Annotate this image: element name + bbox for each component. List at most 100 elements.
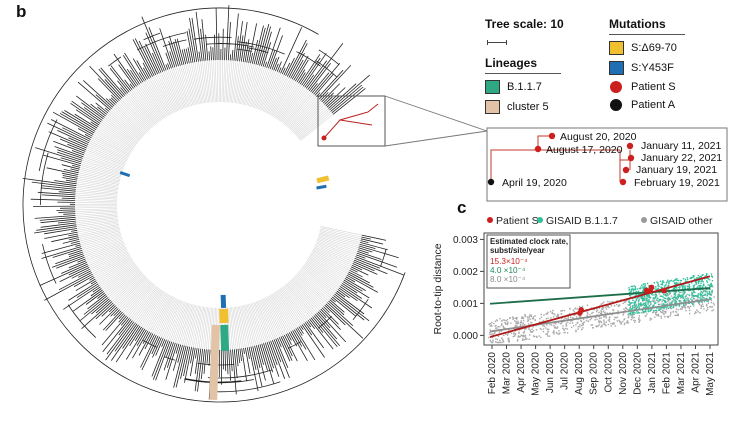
inset-date-label: January 11, 2021 — [641, 140, 722, 152]
chart-legend-marker — [537, 217, 543, 223]
chart-legend-marker — [487, 217, 493, 223]
x-tick-label: Mar 2021 — [676, 352, 687, 395]
tree-scale-bar — [487, 40, 507, 45]
b117-bar — [220, 324, 230, 352]
lineage-swatch — [485, 80, 500, 94]
y-tick-label: 0.000 — [453, 331, 478, 342]
x-tick-label: Mar 2020 — [502, 352, 513, 395]
inset-sample-dot — [626, 142, 634, 150]
inset-date-label: January 19, 2021 — [636, 164, 717, 176]
lineage-label: B.1.1.7 — [507, 81, 542, 93]
x-tick-label: May 2020 — [531, 352, 542, 396]
gisaid-b117-fit-line — [489, 287, 711, 305]
leaf-branches — [22, 5, 404, 400]
tree-scale-legend: Tree scale: 10 — [485, 17, 564, 45]
x-tick-label: Feb 2020 — [487, 352, 498, 395]
zoom-connector-bottom — [384, 130, 488, 147]
patient-s-dot-icon — [610, 81, 622, 93]
patient-s-clade — [323, 103, 379, 139]
circular-tree — [22, 5, 488, 403]
d69-70-bar-right — [316, 175, 330, 184]
chart-legend-label: GISAID other — [650, 215, 713, 227]
patient-s-point — [648, 284, 655, 291]
mutations-legend: Mutations S:Δ69-70 S:Y453F Patient S Pat… — [609, 17, 685, 111]
clock-rate-value: 15.3×10⁻⁴ — [490, 257, 528, 266]
chart-legend-label: GISAID B.1.1.7 — [546, 215, 618, 227]
inset-date-label: August 17, 2020 — [546, 144, 623, 156]
annotation-title: Estimated clock rate, — [490, 237, 568, 246]
x-tick-label: Jan 2021 — [647, 352, 658, 394]
mutation-swatch — [609, 41, 624, 55]
x-tick-label: Oct 2020 — [603, 352, 614, 393]
patient-item-s: Patient S — [609, 81, 685, 93]
mutation-label: S:Y453F — [631, 62, 674, 74]
patient-a-dot-icon — [610, 99, 622, 111]
mutation-item-y453f: S:Y453F — [609, 61, 685, 75]
inset-date-label: April 19, 2020 — [502, 177, 567, 189]
tree-scale-label: Tree scale: 10 — [485, 17, 564, 31]
x-tick-label: Jun 2020 — [545, 352, 556, 394]
chart-legend-marker — [641, 217, 647, 223]
x-tick-label: Nov 2020 — [618, 352, 629, 395]
x-tick-label: Aug 2020 — [574, 352, 585, 395]
lineage-label: cluster 5 — [507, 101, 549, 113]
y-tick-label: 0.003 — [453, 235, 478, 246]
mutation-swatch — [609, 61, 624, 75]
lineage-item-cluster5: cluster 5 — [485, 100, 561, 114]
y453f-bar-left — [119, 171, 131, 178]
mutations-title: Mutations — [609, 17, 666, 31]
x-tick-label: May 2021 — [705, 352, 716, 396]
cluster5-bar — [209, 324, 220, 401]
inset-sample-dot — [619, 178, 627, 186]
x-tick-label: Apr 2021 — [690, 352, 701, 393]
y-tick-label: 0.002 — [453, 267, 478, 278]
inset-box — [486, 127, 728, 202]
inset-sample-dot — [487, 178, 495, 186]
patient-s-marker — [321, 135, 327, 141]
clock-rate-value: 8.0 ×10⁻⁴ — [490, 275, 526, 284]
x-tick-label: Sep 2020 — [589, 352, 600, 395]
mutation-label: S:Δ69-70 — [631, 42, 677, 54]
inset-sample-dot — [534, 145, 542, 153]
lineages-title: Lineages — [485, 56, 538, 70]
mutation-item-d69-70: S:Δ69-70 — [609, 41, 685, 55]
plot-frame — [483, 232, 719, 346]
lineage-item-b117: B.1.1.7 — [485, 80, 561, 94]
y-tick-label: 0.001 — [453, 299, 478, 310]
panel-c-label: c — [457, 198, 467, 217]
gisaid-b117-points — [628, 273, 714, 316]
y453f-bar-right — [316, 184, 327, 190]
zoom-connector-top — [384, 95, 488, 132]
x-tick-label: Jul 2020 — [560, 352, 571, 390]
zoom-highlight-box — [317, 95, 386, 147]
patient-s-point — [578, 307, 584, 313]
patient-label: Patient A — [631, 99, 676, 111]
patient-label: Patient S — [631, 81, 676, 93]
lineages-rule — [485, 73, 561, 74]
inset-sample-dot — [548, 132, 556, 140]
inset-sample-dot — [622, 166, 630, 174]
inset-date-label: January 22, 2021 — [641, 152, 722, 164]
inset-sample-dot — [627, 154, 635, 162]
patient-item-a: Patient A — [609, 99, 685, 111]
patient-s-fit-line — [489, 275, 711, 338]
annotation-title: subst/site/year — [490, 246, 545, 255]
panel-b-label: b — [16, 2, 27, 21]
lineage-swatch — [485, 100, 500, 114]
leaf-guide-ring — [74, 59, 362, 351]
mutations-rule — [609, 34, 685, 35]
inset-date-label: August 20, 2020 — [560, 131, 637, 143]
x-tick-label: Dec 2020 — [632, 352, 643, 395]
patient-s-point — [661, 287, 667, 294]
y-axis-label: Root-to-tip distance — [432, 243, 444, 334]
x-tick-label: Apr 2020 — [516, 352, 527, 393]
x-tick-label: Feb 2021 — [661, 352, 672, 395]
clock-rate-value: 4.0 ×10⁻⁴ — [490, 266, 526, 275]
clock-rate-annotation-box — [486, 234, 571, 289]
lineages-legend: Lineages B.1.1.7 cluster 5 — [485, 56, 561, 114]
inset-date-label: February 19, 2021 — [634, 177, 720, 189]
